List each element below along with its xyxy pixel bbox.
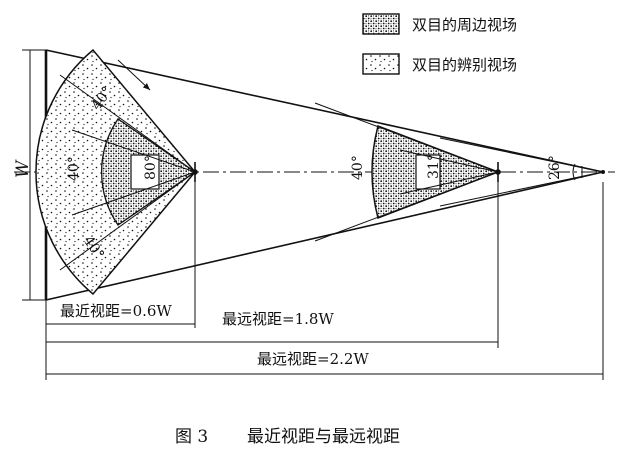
farthest-ray-bottom (439, 171, 604, 207)
farthest-eye-point (601, 170, 605, 174)
dimensions: 最近视距=0.6W 最远视距=1.8W 最远视距=2.2W (45, 182, 604, 380)
legend-swatch-peripheral (362, 13, 400, 35)
legend: 双目的周边视场 双目的辨别视场 (362, 13, 517, 75)
far-ray-top (314, 102, 499, 173)
far-ray-bottom (314, 171, 499, 242)
caption-title: 最近视距与最远视距 (247, 427, 400, 447)
far-angle-left: 40° (350, 155, 366, 180)
near-eye-sector: 40° 40° 40° 80° (35, 48, 198, 296)
farthest-angle: 26° (547, 155, 563, 180)
far-inner-ray-top (399, 149, 499, 173)
near-angle-left: 40° (66, 156, 82, 181)
far-center-box (415, 154, 441, 190)
cone-bottom-line (45, 171, 604, 301)
legend-label-discrimination: 双目的辨别视场 (412, 56, 517, 74)
cone-top-line (45, 49, 604, 173)
near-ray-lower-a (59, 171, 196, 271)
caption: 图 3 最近视距与最远视距 (175, 427, 400, 447)
far-angle-center: 31° (426, 154, 442, 179)
caption-number: 图 3 (175, 427, 208, 447)
dim-label-nearest: 最近视距=0.6W (60, 302, 172, 320)
farthest-eye: 26° (439, 137, 605, 207)
farthest-angle-arc (572, 163, 576, 181)
near-ray-upper-a (59, 74, 196, 173)
near-ray-upper-b (71, 129, 196, 173)
screen-width-label: W (13, 159, 33, 178)
far-eye-sector: 40° 31° (314, 102, 501, 242)
dim-label-far: 最远视距=1.8W (222, 310, 334, 328)
legend-label-peripheral: 双目的周边视场 (412, 16, 517, 34)
near-angle-center: 80° (143, 155, 159, 180)
near-arrow-line (117, 59, 151, 91)
farthest-ray-top (439, 137, 604, 173)
legend-swatch-discrimination (362, 53, 400, 75)
far-inner-ray-bottom (399, 171, 499, 195)
near-ray-lower-b (71, 171, 196, 216)
dim-label-farthest: 最远视距=2.2W (257, 350, 369, 368)
